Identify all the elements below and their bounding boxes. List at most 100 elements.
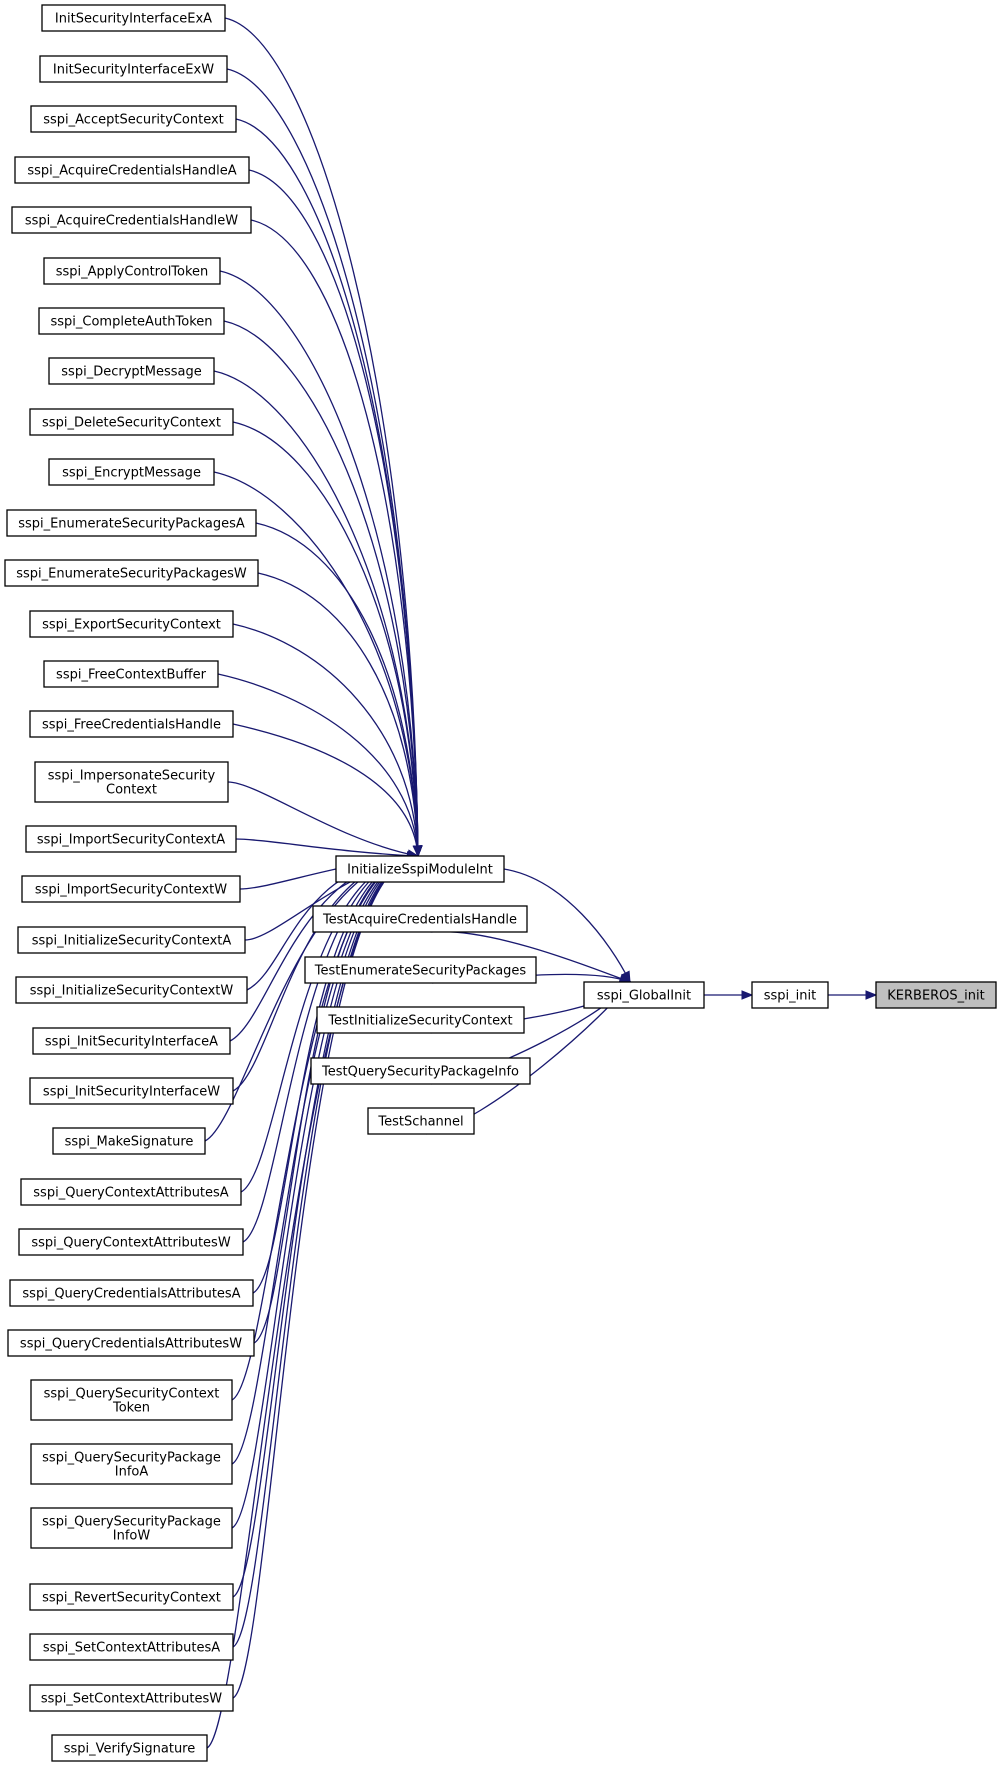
node-testinitializesecuritycontext[interactable]: TestInitializeSecurityContext xyxy=(316,1006,525,1034)
node-label: sspi_AcquireCredentialsHandleW xyxy=(25,214,238,229)
node-sspi_querycontextattributesw[interactable]: sspi_QueryContextAttributesW xyxy=(18,1228,244,1256)
node-box xyxy=(335,855,505,883)
node-box xyxy=(43,257,221,285)
node-label: sspi_InitSecurityInterfaceW xyxy=(43,1085,220,1100)
node-box xyxy=(875,981,997,1009)
node-sspi_querycredentialsattributesa[interactable]: sspi_QueryCredentialsAttributesA xyxy=(9,1279,254,1307)
node-label: sspi_EncryptMessage xyxy=(62,466,201,481)
node-box xyxy=(30,1507,233,1549)
edge-sspi_querysecuritypackageinfow-to-initializesspimoduleint xyxy=(231,855,419,1529)
node-label: TestAcquireCredentialsHandle xyxy=(322,913,517,928)
node-sspi_applycontroltoken[interactable]: sspi_ApplyControlToken xyxy=(43,257,221,285)
node-box xyxy=(751,981,829,1009)
node-box xyxy=(11,206,252,234)
edge-sspi_globalinit-to-sspi_init-arrowhead xyxy=(741,990,754,1000)
node-label: sspi_ImportSecurityContextA xyxy=(37,833,225,848)
node-label: sspi_SetContextAttributesW xyxy=(41,1692,222,1707)
node-sspi_setcontextattributesw[interactable]: sspi_SetContextAttributesW xyxy=(29,1684,234,1712)
node-label: sspi_FreeCredentialsHandle xyxy=(42,718,221,733)
node-label: sspi_ImportSecurityContextW xyxy=(35,883,227,898)
node-sspi_initsecurityinterfacew[interactable]: sspi_InitSecurityInterfaceW xyxy=(29,1077,234,1105)
node-testquerysecuritypackageinfo[interactable]: TestQuerySecurityPackageInfo xyxy=(310,1057,531,1085)
node-label: sspi_ApplyControlToken xyxy=(56,265,209,280)
node-box xyxy=(29,610,234,638)
edges-layer xyxy=(204,17,878,1749)
node-sspi_completeauthtoken[interactable]: sspi_CompleteAuthToken xyxy=(38,307,225,335)
node-box xyxy=(14,156,250,184)
node-sspi_verifysignature[interactable]: sspi_VerifySignature xyxy=(51,1734,208,1762)
node-label: InfoA xyxy=(115,1465,149,1480)
node-sspi_revertsecuritycontext[interactable]: sspi_RevertSecurityContext xyxy=(29,1583,234,1611)
nodes-layer: InitSecurityInterfaceExA InitSecurityInte… xyxy=(4,4,997,1762)
node-label: sspi_SetContextAttributesA xyxy=(43,1641,220,1656)
edge-sspi_applycontroltoken-to-initializesspimoduleint xyxy=(219,270,419,857)
node-sspi_acquirecredentialshandlea[interactable]: sspi_AcquireCredentialsHandleA xyxy=(14,156,250,184)
node-label: sspi_MakeSignature xyxy=(65,1135,194,1150)
node-testacquirecredentialshandle[interactable]: TestAcquireCredentialsHandle xyxy=(312,905,528,933)
node-sspi_importsecuritycontexta[interactable]: sspi_ImportSecurityContextA xyxy=(25,825,237,853)
node-sspi_acceptsecuritycontext[interactable]: sspi_AcceptSecurityContext xyxy=(30,105,237,133)
node-sspi_exportsecuritycontext[interactable]: sspi_ExportSecurityContext xyxy=(29,610,234,638)
node-label: sspi_QueryCredentialsAttributesW xyxy=(20,1337,242,1352)
node-sspi_acquirecredentialshandlew[interactable]: sspi_AcquireCredentialsHandleW xyxy=(11,206,252,234)
edge-sspi_freecredentialshandle-to-initializesspimoduleint xyxy=(232,723,419,857)
node-sspi_enumeratesecuritypackagesw[interactable]: sspi_EnumerateSecurityPackagesW xyxy=(4,559,259,587)
node-sspi_initializesecuritycontextw[interactable]: sspi_InitializeSecurityContextW xyxy=(15,976,248,1004)
node-sspi_setcontextattributesa[interactable]: sspi_SetContextAttributesA xyxy=(29,1633,234,1661)
node-sspi_init[interactable]: sspi_init xyxy=(751,981,829,1009)
node-sspi_initializesecuritycontexta[interactable]: sspi_InitializeSecurityContextA xyxy=(17,926,246,954)
node-box xyxy=(316,1006,525,1034)
node-label: sspi_QueryCredentialsAttributesA xyxy=(22,1287,240,1302)
edge-sspi_revertsecuritycontext-to-initializesspimoduleint xyxy=(232,855,419,1598)
node-box xyxy=(4,559,259,587)
node-box xyxy=(25,825,237,853)
node-kerberos_init[interactable]: KERBEROS_init xyxy=(875,981,997,1009)
node-box xyxy=(48,458,215,486)
node-sspi_querycredentialsattributesw[interactable]: sspi_QueryCredentialsAttributesW xyxy=(7,1329,255,1357)
edge-sspi_decryptmessage-to-initializesspimoduleint xyxy=(213,370,419,857)
node-box xyxy=(30,1443,233,1485)
node-sspi_freecredentialshandle[interactable]: sspi_FreeCredentialsHandle xyxy=(29,710,234,738)
node-label: sspi_EnumerateSecurityPackagesW xyxy=(16,567,247,582)
node-label: sspi_QuerySecurityContext xyxy=(44,1387,220,1402)
edge-sspi_acquirecredentialshandlea-to-initializesspimoduleint xyxy=(248,169,419,857)
node-label: InitializeSspiModuleInt xyxy=(347,863,493,878)
node-box xyxy=(29,1684,234,1712)
node-sspi_encryptmessage[interactable]: sspi_EncryptMessage xyxy=(48,458,215,486)
node-label: sspi_QuerySecurityPackage xyxy=(42,1451,221,1466)
node-box xyxy=(52,1127,206,1155)
node-sspi_importsecuritycontextw[interactable]: sspi_ImportSecurityContextW xyxy=(21,875,241,903)
node-label: Token xyxy=(112,1401,150,1416)
node-sspi_freecontextbuffer[interactable]: sspi_FreeContextBuffer xyxy=(43,660,219,688)
node-sspi_decryptmessage[interactable]: sspi_DecryptMessage xyxy=(48,357,215,385)
node-box xyxy=(367,1107,475,1135)
node-box xyxy=(312,905,528,933)
node-testschannel[interactable]: TestSchannel xyxy=(367,1107,475,1135)
node-label: sspi_QuerySecurityPackage xyxy=(42,1515,221,1530)
node-box xyxy=(51,1734,208,1762)
node-initializesspimoduleint[interactable]: InitializeSspiModuleInt xyxy=(335,855,505,883)
node-sspi_deletesecuritycontext[interactable]: sspi_DeleteSecurityContext xyxy=(29,408,234,436)
node-sspi_initsecurityinterfacea[interactable]: sspi_InitSecurityInterfaceA xyxy=(32,1027,231,1055)
node-box xyxy=(310,1057,531,1085)
node-sspi_globalinit[interactable]: sspi_GlobalInit xyxy=(583,981,705,1009)
node-testenumeratesecuritypackages[interactable]: TestEnumerateSecurityPackages xyxy=(304,956,537,984)
edge-sspi_importsecuritycontexta-to-initializesspimoduleint xyxy=(235,838,419,857)
node-sspi_querycontextattributesa[interactable]: sspi_QueryContextAttributesA xyxy=(20,1178,242,1206)
edge-sspi_impersonatesecuritycontext-to-initializesspimoduleint xyxy=(227,781,419,857)
node-sspi_makesignature[interactable]: sspi_MakeSignature xyxy=(52,1127,206,1155)
node-box xyxy=(18,1228,244,1256)
node-label: sspi_EnumerateSecurityPackagesA xyxy=(18,517,245,532)
node-box xyxy=(29,1077,234,1105)
edge-sspi_enumeratesecuritypackagesw-to-initializesspimoduleint xyxy=(257,572,419,857)
node-box xyxy=(7,1329,255,1357)
node-box xyxy=(29,1583,234,1611)
node-label: sspi_QueryContextAttributesA xyxy=(33,1186,229,1201)
node-initsecurityinterfaceexw[interactable]: InitSecurityInterfaceExW xyxy=(39,55,228,83)
node-sspi_enumeratesecuritypackagesa[interactable]: sspi_EnumerateSecurityPackagesA xyxy=(6,509,257,537)
node-initsecurityinterfaceexa[interactable]: InitSecurityInterfaceExA xyxy=(41,4,226,32)
